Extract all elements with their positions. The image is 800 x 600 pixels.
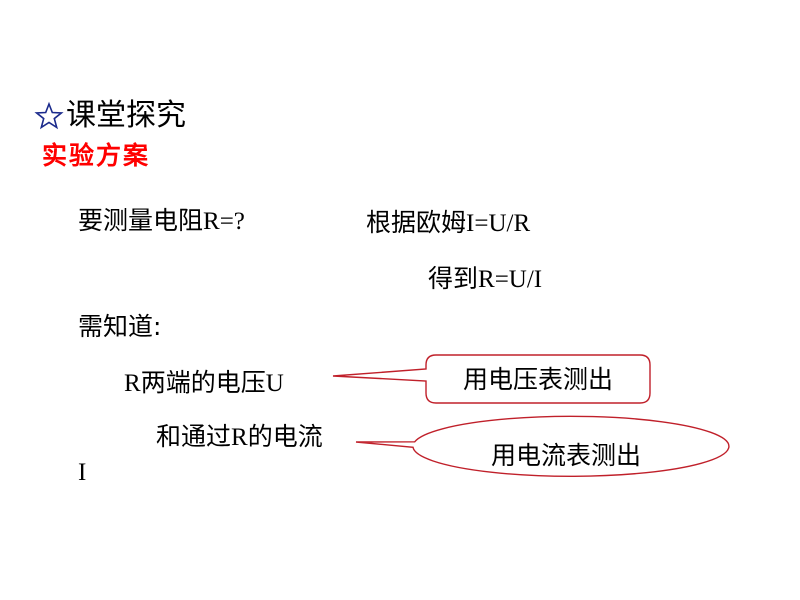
need-know-text: 需知道:	[78, 312, 162, 341]
voltage-r: R	[124, 370, 141, 397]
ohm-formula: I=U/R	[466, 210, 531, 237]
current-requirement-text: 和通过R的电流	[156, 421, 323, 454]
voltage-requirement-text: R两端的电压U	[124, 367, 284, 400]
ohm-law-text: 根据欧姆I=U/R	[366, 207, 530, 240]
current-r: R	[231, 424, 248, 451]
section-title: 课堂探究	[66, 98, 186, 133]
current-callout-text: 用电流表测出	[490, 441, 641, 470]
voltage-u: U	[265, 370, 284, 397]
voltage-callout-text: 用电压表测出	[462, 365, 613, 394]
section-title-row: 课堂探究	[34, 96, 186, 136]
plan-label: 实验方案	[42, 141, 151, 170]
derived-formula-text: 得到R=U/I	[428, 263, 542, 296]
measure-prefix: 要测量电阻	[78, 206, 204, 235]
ohm-prefix: 根据欧姆	[366, 208, 467, 237]
get-prefix: 得到	[428, 264, 479, 293]
current-prefix: 和通过	[156, 422, 232, 451]
current-symbol-text: I	[78, 459, 87, 486]
measure-resistance-text: 要测量电阻R=?	[78, 205, 245, 238]
current-suffix: 的电流	[247, 422, 323, 451]
get-formula: R=U/I	[478, 266, 543, 293]
measure-suffix: R=?	[203, 208, 245, 235]
star-outline-icon	[34, 101, 64, 131]
voltage-mid: 两端的电压	[140, 368, 266, 397]
